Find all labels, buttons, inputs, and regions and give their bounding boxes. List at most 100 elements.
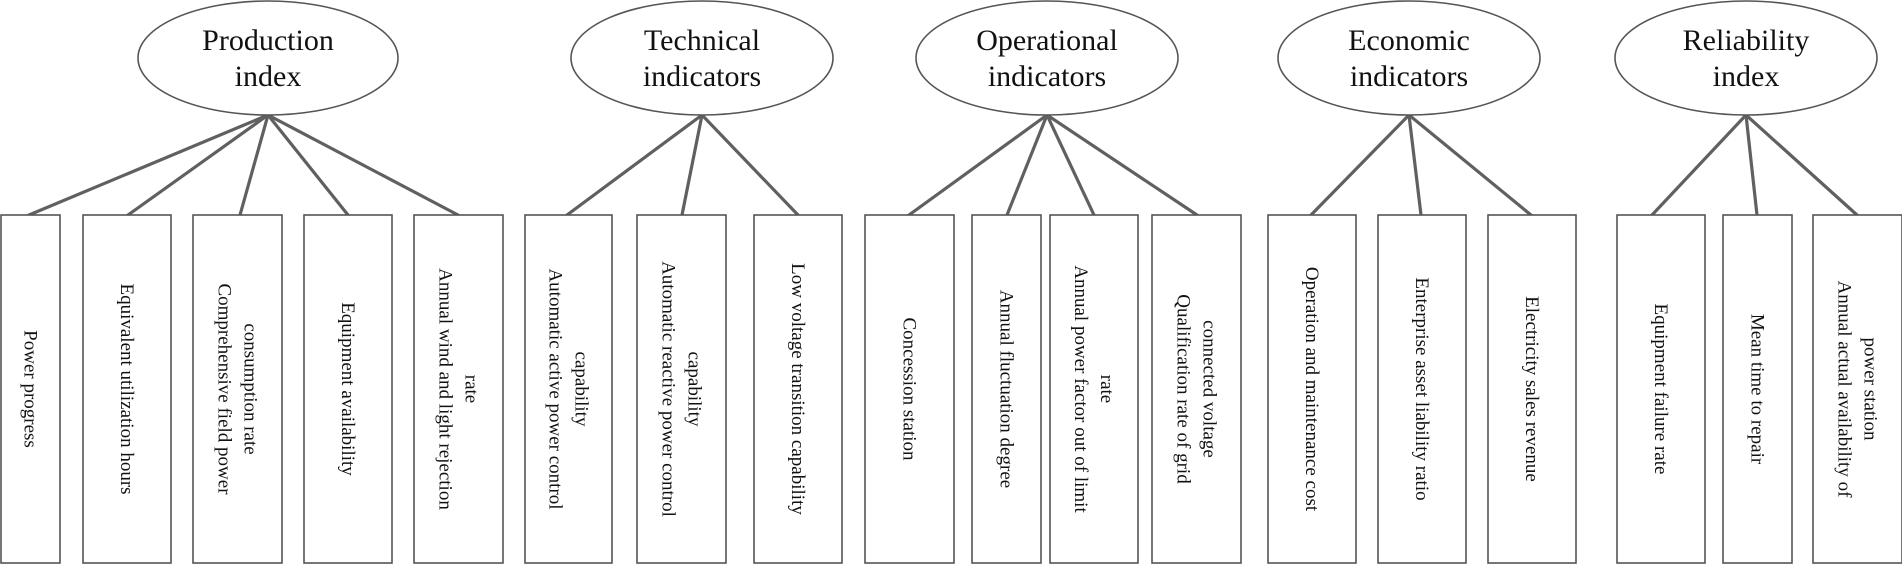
indicator-label-line: Automatic reactive power control (658, 261, 679, 517)
indicator-box-frame (1049, 214, 1139, 564)
connector-line (907, 113, 1049, 217)
category-title-line: indicators (1350, 60, 1468, 93)
indicator-box-frame (1812, 214, 1902, 564)
indicator-label-line: Operation and maintenance cost (1301, 267, 1322, 512)
connector-line (700, 113, 800, 217)
category-title-line: Operational (976, 24, 1118, 57)
indicator-label-line: Power progress (20, 330, 41, 448)
indicator-label-line: Equipment availability (337, 302, 358, 476)
indicator-box-frame (636, 214, 727, 564)
indicator-box-frame (1267, 214, 1357, 564)
indicator-label-line: Annual actual availability of (1834, 281, 1855, 499)
category-ellipse (915, 0, 1179, 116)
indicator-label-line: capability (571, 352, 592, 427)
indicator-box-frame (971, 214, 1042, 564)
category-ellipse (570, 0, 834, 116)
category-title-line: Production (202, 24, 334, 57)
indicator-label-line: consumption rate (240, 323, 261, 454)
indicator-box: Low voltage transition capability (753, 214, 843, 564)
indicator-label-line: Low voltage transition capability (787, 263, 808, 515)
indicator-box-frame (1151, 214, 1242, 564)
connector-line (565, 113, 704, 217)
connector-line (27, 113, 270, 217)
indicator-label-line: Qualification rate of grid (1173, 294, 1194, 484)
indicator-label-line: Equivalent utilization hours (116, 283, 137, 494)
indicator-label-line: Automatic active power control (545, 268, 566, 509)
indicator-label-line: Mean time to repair (1747, 314, 1768, 465)
connector-line (1045, 113, 1096, 217)
category-title-line: Economic (1348, 24, 1470, 57)
indicator-label-line: Equipment failure rate (1650, 304, 1671, 475)
indicator-box-frame (1377, 214, 1467, 564)
indicator-box-frame (753, 214, 843, 564)
connector-line (680, 113, 704, 217)
indicator-box: Equipment failure rate (1616, 214, 1706, 564)
category-title-line: Reliability (1683, 24, 1810, 57)
indicator-label-line: Electricity sales revenue (1521, 296, 1542, 482)
indicator-box: Annual fluctuation degree (971, 214, 1042, 564)
indicator-box: Power progress (0, 214, 61, 564)
indicator-box-frame (864, 214, 955, 564)
connector-line (126, 113, 270, 217)
indicator-box: Mean time to repair (1722, 214, 1793, 564)
indicator-box-frame (413, 214, 504, 564)
indicator-box-frame (1616, 214, 1706, 564)
indicator-box: Equipment availability (303, 214, 393, 564)
connector-line (266, 113, 350, 217)
indicator-box-frame (192, 214, 283, 564)
connector-line (266, 113, 460, 217)
connector-lines (27, 113, 1859, 217)
category-title-line: Technical (644, 24, 760, 57)
indicator-label-line: Concession station (899, 317, 920, 461)
indicator-label-line: rate (461, 375, 482, 403)
category-ellipses: ProductionindexTechnicalindicatorsOperat… (137, 0, 1878, 116)
category-title-line: index (1713, 60, 1780, 93)
indicator-boxes: Power progress Equivalent utilization hou… (0, 214, 1902, 564)
category-ellipse (1277, 0, 1541, 116)
indicator-label-line: Annual power factor out of limit (1070, 265, 1091, 513)
indicator-label-line: rate (1096, 375, 1117, 403)
category-title-line: indicators (643, 60, 761, 93)
indicator-box-frame (82, 214, 172, 564)
connector-line (1309, 113, 1411, 217)
indicator-label-line: power station (1860, 338, 1881, 441)
connector-line (238, 113, 270, 217)
indicator-box: Enterprise asset liability ratio (1377, 214, 1467, 564)
connector-line (1045, 113, 1199, 217)
indicator-label-line: Enterprise asset liability ratio (1411, 277, 1432, 500)
indicator-box-frame (1722, 214, 1793, 564)
indicator-box-frame (0, 214, 61, 564)
indicator-box-frame (524, 214, 613, 564)
connector-line (1005, 113, 1049, 217)
indicator-box: Electricity sales revenue (1487, 214, 1577, 564)
indicator-label-line: Annual wind and light rejection (435, 268, 456, 510)
connector-line (1650, 113, 1748, 217)
connector-line (1407, 113, 1423, 217)
indicator-box: Concession station (864, 214, 955, 564)
indicator-box-frame (303, 214, 393, 564)
connector-line (1744, 113, 1859, 217)
category-ellipse (1614, 0, 1878, 116)
indicator-label-line: capability (684, 352, 705, 427)
connector-line (1407, 113, 1533, 217)
connector-line (1744, 113, 1759, 217)
category-title-line: indicators (988, 60, 1106, 93)
indicator-label-line: connected voltage (1199, 320, 1220, 458)
category-title-line: index (235, 60, 302, 93)
indicator-label-line: Comprehensive field power (214, 283, 235, 495)
indicator-box: Equivalent utilization hours (82, 214, 172, 564)
indicator-box-frame (1487, 214, 1577, 564)
